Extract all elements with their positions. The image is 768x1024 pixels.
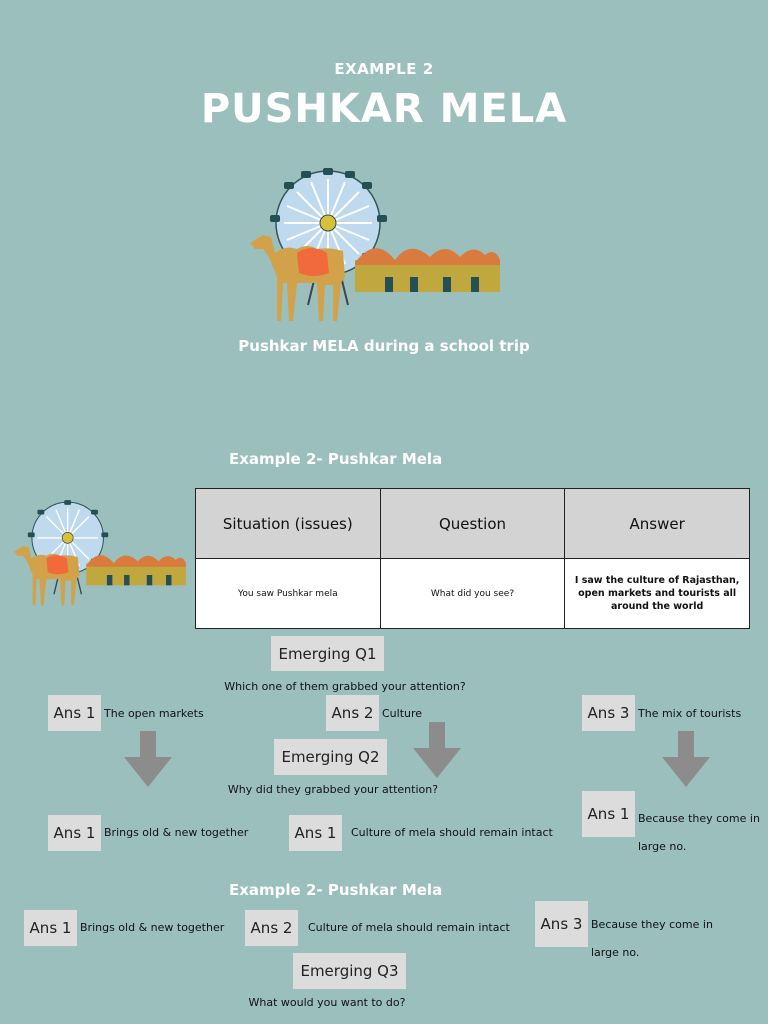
emerging-q3-question: What would you want to do? <box>248 996 406 1009</box>
fair-illustration-small <box>14 500 186 606</box>
table-header-answer: Answer <box>564 488 750 559</box>
answer-label: Ans 2 <box>245 910 298 946</box>
table-header-row: Situation (issues) Question Answer <box>195 488 750 559</box>
answer-label: Ans 3 <box>535 901 588 947</box>
emerging-q3-box: Emerging Q3 <box>293 953 406 989</box>
table-cell-answer: I saw the culture of Rajasthan, open mar… <box>564 558 750 629</box>
huts-icon <box>355 248 500 292</box>
emerging-q1-question: Which one of them grabbed your attention… <box>224 680 466 693</box>
table-row: You saw Pushkar mela What did you see? I… <box>195 558 750 629</box>
answer-label: Ans 2 <box>326 695 379 731</box>
table-header-situation: Situation (issues) <box>195 488 381 559</box>
page-title: PUSHKAR MELA <box>200 86 568 132</box>
camel-icon <box>14 546 80 606</box>
answer-label: Ans 1 <box>48 695 101 731</box>
answer-text: Culture of mela should remain intact <box>308 921 510 934</box>
answer-text: Because they come in large no. <box>638 812 760 853</box>
answer-text: Culture of mela should remain intact <box>351 826 553 839</box>
huts-icon <box>86 555 186 586</box>
arrow-down-icon <box>662 731 710 787</box>
answer-text: The mix of tourists <box>638 707 742 720</box>
answer-label: Ans 1 <box>24 910 77 946</box>
answer-label: Ans 3 <box>582 695 635 731</box>
answer-label: Ans 1 <box>582 791 635 837</box>
table-header-question: Question <box>379 488 566 559</box>
section-title: Example 2- Pushkar Mela <box>229 881 443 899</box>
answer-text: Because they come in large no. <box>591 918 713 959</box>
answer-label: Ans 1 <box>289 815 342 851</box>
emerging-q2-box: Emerging Q2 <box>274 739 387 775</box>
answer-text: The open markets <box>104 707 204 720</box>
image-caption: Pushkar MELA during a school trip <box>238 337 530 355</box>
fair-illustration <box>250 168 500 321</box>
section-title: Example 2- Pushkar Mela <box>229 450 443 468</box>
emerging-q1-box: Emerging Q1 <box>271 636 384 671</box>
emerging-q2-question: Why did they grabbed your attention? <box>227 783 439 796</box>
answer-text: Brings old & new together <box>104 826 249 839</box>
table-cell-question: What did you see? <box>379 558 566 629</box>
arrow-down-icon <box>413 722 461 778</box>
table-cell-situation: You saw Pushkar mela <box>195 558 381 629</box>
situation-table: Situation (issues) Question Answer You s… <box>195 488 750 629</box>
answer-text: Culture <box>382 707 423 720</box>
answer-text: Brings old & new together <box>80 921 225 934</box>
example-label: EXAMPLE 2 <box>334 60 434 78</box>
arrow-down-icon <box>124 731 172 787</box>
camel-icon <box>250 235 345 321</box>
answer-label: Ans 1 <box>48 815 101 851</box>
